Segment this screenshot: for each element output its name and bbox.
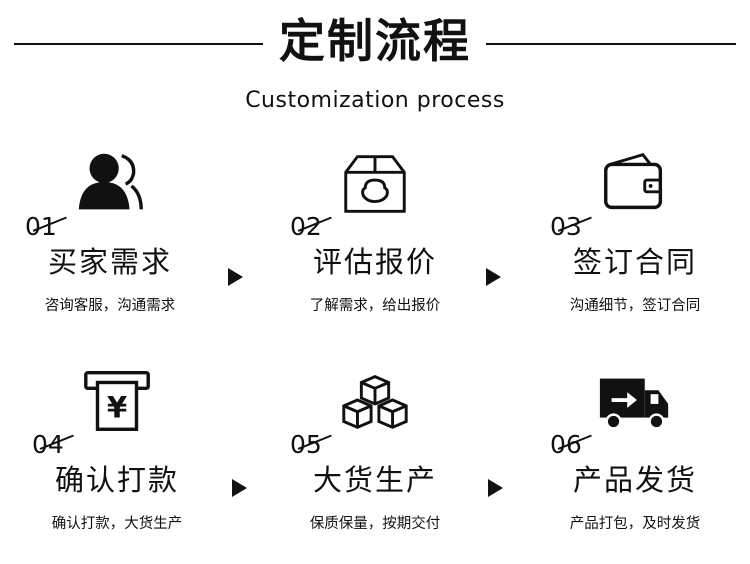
step-title: 买家需求: [47, 245, 172, 279]
customer-service-icon: [78, 153, 143, 210]
step-description: 了解需求，给出报价: [309, 298, 441, 314]
step-description: 咨询客服，沟通需求: [44, 298, 176, 314]
step-2: 02 评估报价 了解需求，给出报价: [290, 150, 490, 335]
step-title: 签订合同: [572, 245, 697, 279]
step-description: 保质保量，按期交付: [309, 516, 441, 532]
title-rule-right: [486, 43, 736, 45]
title-rule-left: [14, 43, 263, 45]
delivery-truck-icon: [599, 378, 669, 430]
step-title: 产品发货: [572, 463, 697, 497]
step-title: 确认打款: [54, 463, 179, 497]
step-title: 评估报价: [312, 245, 437, 279]
header: 定制流程 Customization process: [0, 0, 750, 130]
payment-receipt-icon: ¥: [84, 371, 150, 431]
wallet-icon: [604, 153, 663, 210]
arrow-right-icon: [488, 479, 503, 497]
step-title: 大货生产: [312, 463, 437, 497]
step-description: 确认打款，大货生产: [51, 516, 183, 532]
page-title: 定制流程: [279, 14, 471, 68]
svg-text:¥: ¥: [107, 391, 128, 425]
step-description: 沟通细节，签订合同: [569, 298, 701, 314]
arrow-right-icon: [232, 479, 247, 497]
page-subtitle: Customization process: [245, 88, 505, 113]
box-icon: [344, 155, 406, 213]
step-4: ¥ 04 确认打款 确认打款，大货生产: [32, 368, 232, 553]
step-1: 01 买家需求 咨询客服，沟通需求: [25, 150, 225, 335]
step-5: 05 大货生产 保质保量，按期交付: [290, 368, 490, 553]
arrow-right-icon: [228, 268, 243, 286]
step-3: 03 签订合同 沟通细节，签订合同: [550, 150, 750, 335]
arrow-right-icon: [486, 268, 501, 286]
step-description: 产品打包，及时发货: [569, 516, 701, 532]
step-6: 06 产品发货 产品打包，及时发货: [550, 368, 750, 553]
stacked-boxes-icon: [342, 375, 408, 429]
